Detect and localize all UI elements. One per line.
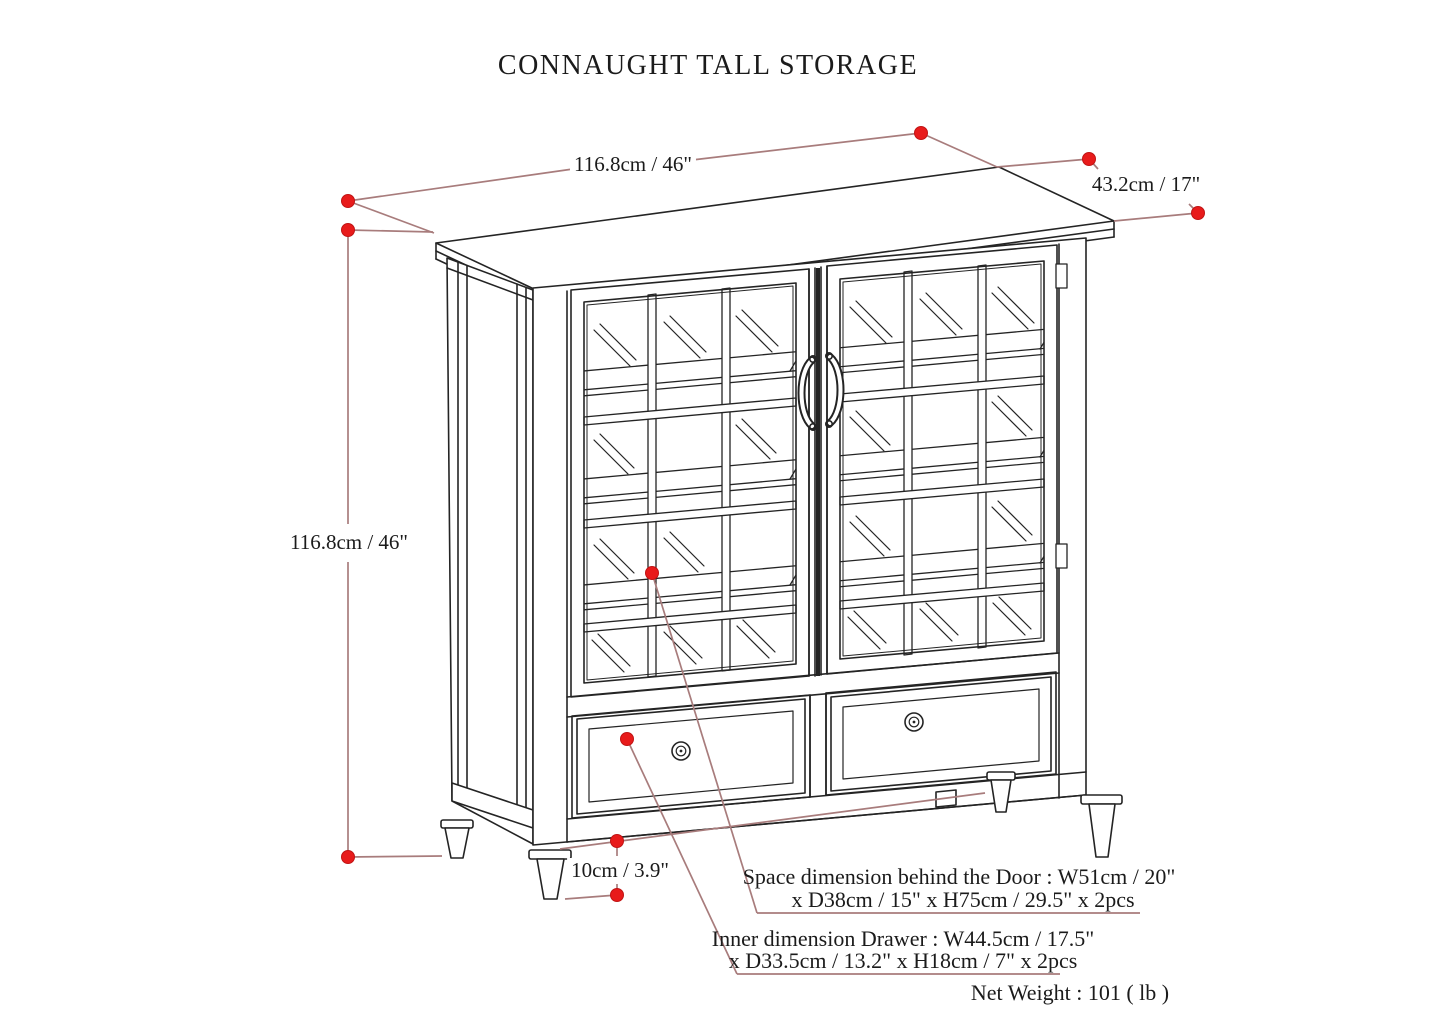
dimension-endpoint-dot <box>914 126 928 140</box>
dimension-endpoint-dot <box>1082 152 1096 166</box>
dimension-endpoint-dot <box>341 850 355 864</box>
dimension-endpoint-dots <box>341 126 1205 902</box>
drawer-inner-note-line1: Inner dimension Drawer : W44.5cm / 17.5" <box>711 926 1095 951</box>
left-side-panel <box>446 257 534 845</box>
dimension-endpoint-dot <box>610 834 624 848</box>
dimension-endpoint-dot <box>341 223 355 237</box>
width-dimension-label: 116.8cm / 46" <box>569 152 697 177</box>
leg-height-dimension-label: 10cm / 3.9" <box>567 858 673 883</box>
dimension-lines <box>347 132 1199 975</box>
glass-reflection-marks <box>847 286 1035 650</box>
center-door-gap <box>808 265 828 677</box>
feet <box>440 771 1123 900</box>
left-door-handle <box>797 354 817 431</box>
net-weight-label: Net Weight : 101 ( lb ) <box>970 980 1170 1005</box>
dimension-endpoint-dot <box>645 566 659 580</box>
dimension-endpoint-dot <box>620 732 634 746</box>
height-dimension-label: 116.8cm / 46" <box>285 530 413 555</box>
depth-dimension-label: 43.2cm / 17" <box>1087 172 1205 197</box>
door-space-note-line2: x D38cm / 15" x H75cm / 29.5" x 2pcs <box>791 887 1135 912</box>
glass-reflection-marks <box>591 309 779 673</box>
left-drawer-knob <box>671 741 691 761</box>
door-space-note-line1: Space dimension behind the Door : W51cm … <box>742 864 1176 889</box>
dimension-endpoint-dot <box>610 888 624 902</box>
right-door <box>826 244 1058 675</box>
right-drawer <box>809 671 1057 798</box>
right-drawer-knob <box>904 712 924 732</box>
dimension-endpoint-dot <box>1191 206 1205 220</box>
dimension-endpoint-dot <box>341 194 355 208</box>
drawer-inner-note-line2: x D33.5cm / 13.2" x H18cm / 7" x 2pcs <box>728 948 1078 973</box>
right-door-handle <box>824 351 845 428</box>
door-hinges <box>1055 263 1068 569</box>
page-title: CONNAUGHT TALL STORAGE <box>497 50 919 81</box>
